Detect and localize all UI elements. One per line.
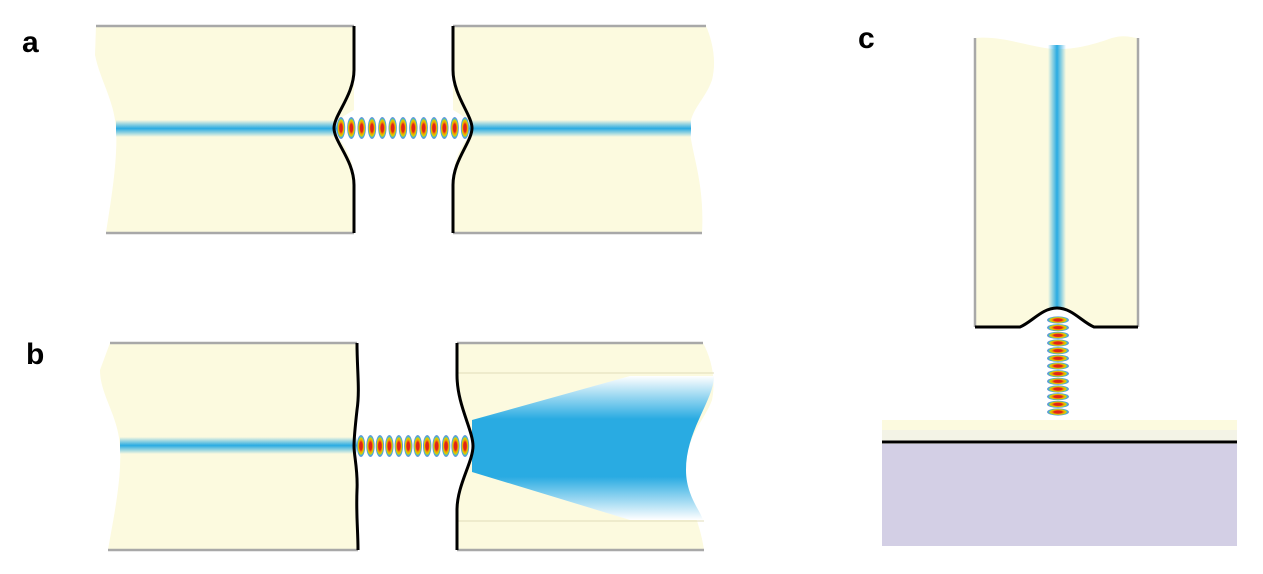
gap-mode-lobe xyxy=(367,117,377,139)
gap-mode-lobe xyxy=(1047,408,1069,416)
gap-mode-lobe xyxy=(422,435,432,457)
panel-c-film-layer xyxy=(882,420,1237,430)
gap-mode-lobe xyxy=(388,117,397,139)
gap-mode-lobe xyxy=(429,117,439,139)
gap-mode-lobe xyxy=(432,435,441,457)
gap-mode-lobe xyxy=(1047,354,1069,362)
panel-c-fiber-beam xyxy=(1048,45,1066,308)
panel-a-right-beam xyxy=(469,120,691,137)
panel-b-output-cone xyxy=(472,376,714,520)
gap-mode-lobe xyxy=(441,435,451,457)
gap-mode-lobe xyxy=(1047,370,1069,378)
gap-mode-lobe xyxy=(1047,324,1069,332)
panel-b-right-tip-boundary xyxy=(455,343,475,550)
panel-a-right-tip-boundary xyxy=(451,26,474,233)
gap-mode-lobe xyxy=(460,435,470,457)
gap-mode-lobe xyxy=(1047,347,1069,355)
gap-mode-lobe xyxy=(1047,362,1069,370)
panel-b-left-beam xyxy=(120,437,357,454)
panel-b-left-tip-boundary xyxy=(352,342,360,551)
gap-mode-lobe xyxy=(375,435,385,457)
gap-mode-lobe xyxy=(451,435,460,457)
gap-mode-lobe xyxy=(366,435,375,457)
gap-mode-lobe xyxy=(378,117,387,139)
gap-mode-lobe xyxy=(404,435,413,457)
gap-mode-lobe xyxy=(450,117,459,139)
gap-mode-lobe xyxy=(1047,385,1069,393)
panel-b: b xyxy=(26,338,714,552)
panel-b-gap-modes xyxy=(356,435,470,457)
gap-mode-lobe xyxy=(398,117,408,139)
gap-mode-lobe xyxy=(336,117,346,139)
gap-mode-lobe xyxy=(413,435,422,457)
gap-mode-lobe xyxy=(1047,316,1069,324)
gap-mode-lobe xyxy=(409,117,418,139)
gap-mode-lobe xyxy=(1047,400,1069,408)
gap-mode-lobe xyxy=(385,435,394,457)
gap-mode-lobe xyxy=(394,435,404,457)
panel-c-tip-boundary xyxy=(975,306,1138,329)
panel-a-left-tip-boundary xyxy=(332,26,356,233)
gap-mode-lobe xyxy=(1047,377,1069,385)
panel-c-label: c xyxy=(858,22,875,55)
gap-mode-lobe xyxy=(1047,331,1069,339)
panel-b-label: b xyxy=(26,338,44,371)
panel-c: c xyxy=(858,22,1237,546)
panel-c-gap-modes xyxy=(1047,316,1069,416)
panel-a: a xyxy=(22,24,715,235)
gap-mode-lobe xyxy=(419,117,428,139)
gap-mode-lobe xyxy=(1047,393,1069,401)
panel-a-gap-modes xyxy=(336,117,470,139)
panel-c-film-gap xyxy=(882,430,1237,441)
panel-c-substrate xyxy=(882,444,1237,546)
gap-mode-lobe xyxy=(460,117,470,139)
panel-a-label: a xyxy=(22,26,39,59)
gap-mode-lobe xyxy=(356,435,366,457)
gap-mode-lobe xyxy=(440,117,449,139)
gap-mode-lobe xyxy=(347,117,356,139)
gap-mode-lobe xyxy=(357,117,366,139)
gap-mode-lobe xyxy=(1047,339,1069,347)
panel-a-left-beam xyxy=(116,120,338,137)
